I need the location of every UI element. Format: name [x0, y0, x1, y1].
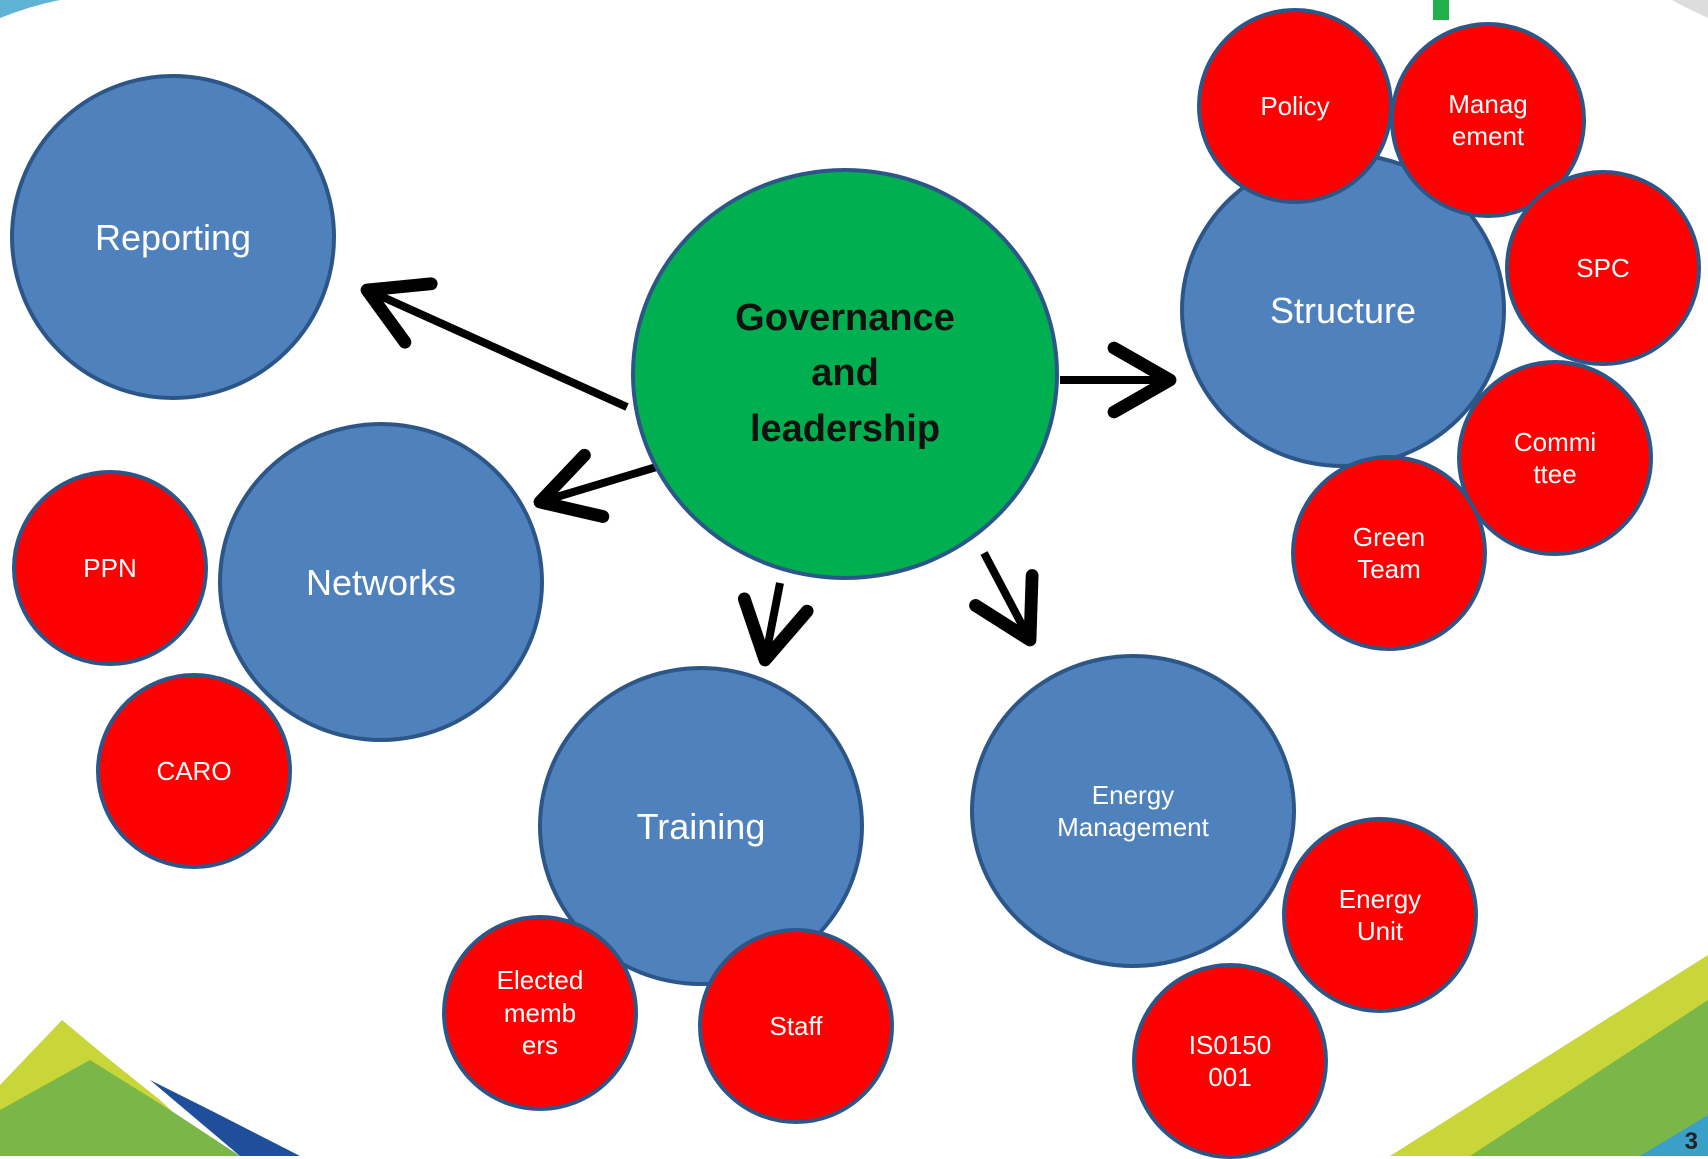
networks-node: Networks [218, 422, 544, 742]
elected-members-line-2: memb [503, 997, 577, 1028]
center-line-3: leadership [749, 407, 941, 450]
green-team-line-1: Green [1352, 521, 1426, 552]
reporting-label: Reporting [94, 216, 252, 258]
top-right-logo-fragment [1672, 0, 1708, 18]
center-line-1: Governance [735, 297, 955, 340]
committee-node: Commi ttee [1457, 360, 1653, 556]
caro-node: CARO [96, 673, 292, 869]
energy-management-line-1: Energy [1091, 779, 1175, 810]
iso-line-2: 001 [1208, 1062, 1252, 1092]
committee-label: Commi ttee [1514, 426, 1596, 491]
spc-node: SPC [1505, 170, 1701, 366]
governance-center-node: Governance and leadership [631, 168, 1059, 580]
green-team-node: Green Team [1291, 455, 1487, 651]
bottom-right-hill-green [1470, 1000, 1708, 1156]
policy-label: Policy [1260, 90, 1330, 121]
staff-label: Staff [769, 1010, 823, 1041]
reporting-node: Reporting [10, 74, 336, 400]
top-green-bar [1433, 0, 1449, 20]
iso-line-1: IS0150 [1188, 1029, 1272, 1060]
committee-line-2: ttee [1533, 459, 1577, 489]
structure-label: Structure [1269, 289, 1417, 331]
management-label: Manag ement [1448, 88, 1528, 153]
spc-label: SPC [1576, 252, 1630, 283]
ppn-node: PPN [12, 470, 208, 666]
training-label: Training [636, 805, 766, 847]
center-line-2: and [811, 352, 879, 395]
staff-node: Staff [698, 928, 894, 1124]
governance-center-label: Governance and leadership [735, 291, 955, 456]
ppn-label: PPN [83, 552, 137, 583]
elected-members-line-3: ers [521, 1030, 559, 1061]
energy-management-node: Energy Management [970, 654, 1296, 968]
energy-unit-label: Energy Unit [1339, 883, 1421, 948]
management-line-2: ement [1451, 121, 1525, 151]
page-number: 3 [1684, 1128, 1698, 1155]
bottom-left-hill-green [0, 1060, 240, 1156]
green-team-label: Green Team [1353, 521, 1425, 586]
committee-line-1: Commi [1513, 426, 1597, 457]
energy-management-label: Energy Management [1057, 779, 1209, 844]
green-team-line-2: Team [1357, 554, 1421, 584]
top-left-swoosh [0, 0, 60, 18]
energy-management-line-2: Management [1057, 812, 1209, 842]
energy-unit-line-2: Unit [1356, 916, 1404, 946]
energy-unit-node: Energy Unit [1282, 817, 1478, 1013]
iso-node: IS0150 001 [1132, 963, 1328, 1159]
elected-members-node: Elected memb ers [442, 915, 638, 1111]
management-line-1: Manag [1448, 88, 1528, 119]
bottom-left-hill-blue [150, 1080, 300, 1156]
networks-label: Networks [305, 561, 457, 603]
policy-node: Policy [1197, 8, 1393, 204]
bottom-right-hill-blue [1640, 1115, 1708, 1156]
iso-label: IS0150 001 [1189, 1029, 1271, 1094]
elected-members-line-1: Elected [496, 965, 584, 996]
energy-unit-line-1: Energy [1338, 883, 1422, 914]
caro-label: CARO [156, 755, 232, 786]
elected-members-label: Elected memb ers [497, 964, 584, 1062]
